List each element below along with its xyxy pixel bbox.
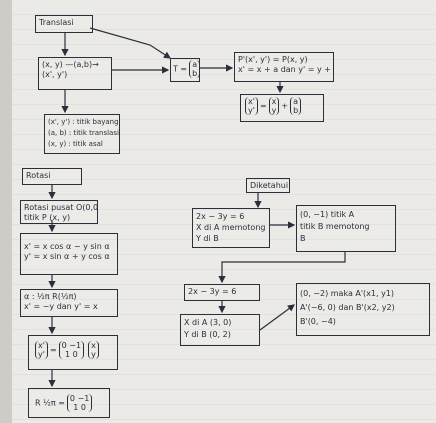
rr-c: 1 <box>73 403 79 412</box>
diketahui-answer-line-2: A'(−6, 0) dan B'(x2, y2) <box>300 303 395 312</box>
rotasi-equation-box: x' = x cos α − y sin α y' = x sin α + y … <box>20 233 118 275</box>
diketahui-points-line-3: B <box>300 234 306 243</box>
rotasi-center-box: Rotasi pusat O(0,0) titik P (x, y) <box>20 200 98 224</box>
diketahui-answer-line-3: B'(0, −4) <box>300 317 336 326</box>
diketahui-points-box: (0, −1) titik A titik B memotong B <box>296 205 396 252</box>
m-xp: x' <box>248 97 255 106</box>
translasi-title-text: Translasi <box>39 18 74 27</box>
diketahui-given-line-1: 2x − 3y = 6 <box>196 212 245 221</box>
rm-a: 0 <box>61 341 67 350</box>
diketahui-given-box: 2x − 3y = 6 X di A memotong Y di B <box>192 208 270 248</box>
m-b: b <box>293 106 299 115</box>
rm-d: 0 <box>72 350 78 359</box>
diketahui-intercepts-line-2: Y di B (0, 2) <box>184 330 231 339</box>
notebook-binding <box>0 0 12 423</box>
rotasi-center-line-2: titik P (x, y) <box>24 213 71 222</box>
translasi-formula-box: P'(x', y') = P(x, y) x' = x + a dan y' =… <box>234 52 334 82</box>
translasi-def-2: (a, b) : titik translasi <box>48 129 119 137</box>
rotasi-eq-line-2: y' = x sin α + y cos α <box>24 252 110 261</box>
rm-xp: x' <box>38 341 45 350</box>
diketahui-eq2-text: 2x − 3y = 6 <box>188 287 237 296</box>
rotasi-title: Rotasi <box>22 168 82 185</box>
rm-yp: y' <box>38 350 45 359</box>
translasi-t-b: b <box>192 69 198 78</box>
rr-b: −1 <box>77 394 90 403</box>
translasi-definition-box: (x', y') : titik bayangan (a, b) : titik… <box>44 114 120 154</box>
rm-c: 1 <box>64 350 71 359</box>
rotasi-example-line-2: x' = −y dan y' = x <box>24 302 98 311</box>
rotasi-result-label: R ½π = <box>35 398 65 408</box>
rm-x: x <box>91 341 96 350</box>
translasi-xy-line-1: (x, y) —(a,b)→ <box>42 60 99 69</box>
translasi-def-1: (x', y') : titik bayangan <box>48 118 120 126</box>
rm-y: y <box>91 350 96 359</box>
ruled-lines <box>12 0 436 423</box>
rotasi-example-box: α : ½π R(½π) x' = −y dan y' = x <box>20 289 118 317</box>
translasi-xy-box: (x, y) —(a,b)→ (x', y') <box>38 57 112 90</box>
diketahui-intercepts-line-1: X di A (3, 0) <box>184 318 232 327</box>
translasi-title: Translasi <box>35 15 93 33</box>
rotasi-title-text: Rotasi <box>26 171 51 180</box>
matrix-xy-prime: x'y' <box>245 97 258 115</box>
rotasi-example-line-1: α : ½π R(½π) <box>24 292 77 301</box>
rm-b: −1 <box>69 341 82 350</box>
translasi-t-a: a <box>192 60 198 69</box>
diketahui-given-line-2: X di A memotong <box>196 223 266 232</box>
rotasi-center-line-1: Rotasi pusat O(0,0) <box>24 203 98 212</box>
m-y: y <box>271 106 277 115</box>
diketahui-title-text: Diketahui <box>250 181 289 190</box>
arrow-title-to-t <box>89 27 172 59</box>
diketahui-given-line-3: Y di B <box>196 234 219 243</box>
rr-a: 0 <box>69 394 76 403</box>
translasi-t-label: T = <box>173 64 188 74</box>
translasi-formula-line-2: x' = x + a dan y' = y + b <box>238 65 334 74</box>
diketahui-points-line-2: titik B memotong <box>300 222 370 231</box>
diketahui-intercepts-box: X di A (3, 0) Y di B (0, 2) <box>180 314 260 346</box>
rotasi-eq-line-1: x' = x cos α − y sin α <box>24 242 110 251</box>
translasi-formula-line-1: P'(x', y') = P(x, y) <box>238 55 308 64</box>
diketahui-answer-line-1: (0, −2) maka A'(x1, y1) <box>300 289 395 298</box>
rotasi-matrix-prime: x'y' <box>35 341 48 359</box>
m-yp: y' <box>248 106 255 115</box>
rr-d: 0 <box>80 403 86 412</box>
arrow-intercepts-to-answer <box>259 304 295 331</box>
diketahui-equation2-box: 2x − 3y = 6 <box>184 284 260 301</box>
arrow-points-to-eq2 <box>218 252 346 284</box>
translasi-def-3: (x, y) : titik asal <box>48 140 103 148</box>
m-a: a <box>293 97 299 106</box>
diketahui-points-line-1: (0, −1) titik A <box>300 210 355 219</box>
m-x: x <box>271 97 277 106</box>
diketahui-title: Diketahui <box>246 178 290 193</box>
translasi-xy-line-2: (x', y') <box>42 70 68 79</box>
diketahui-answer-box: (0, −2) maka A'(x1, y1) A'(−6, 0) dan B'… <box>296 283 430 336</box>
